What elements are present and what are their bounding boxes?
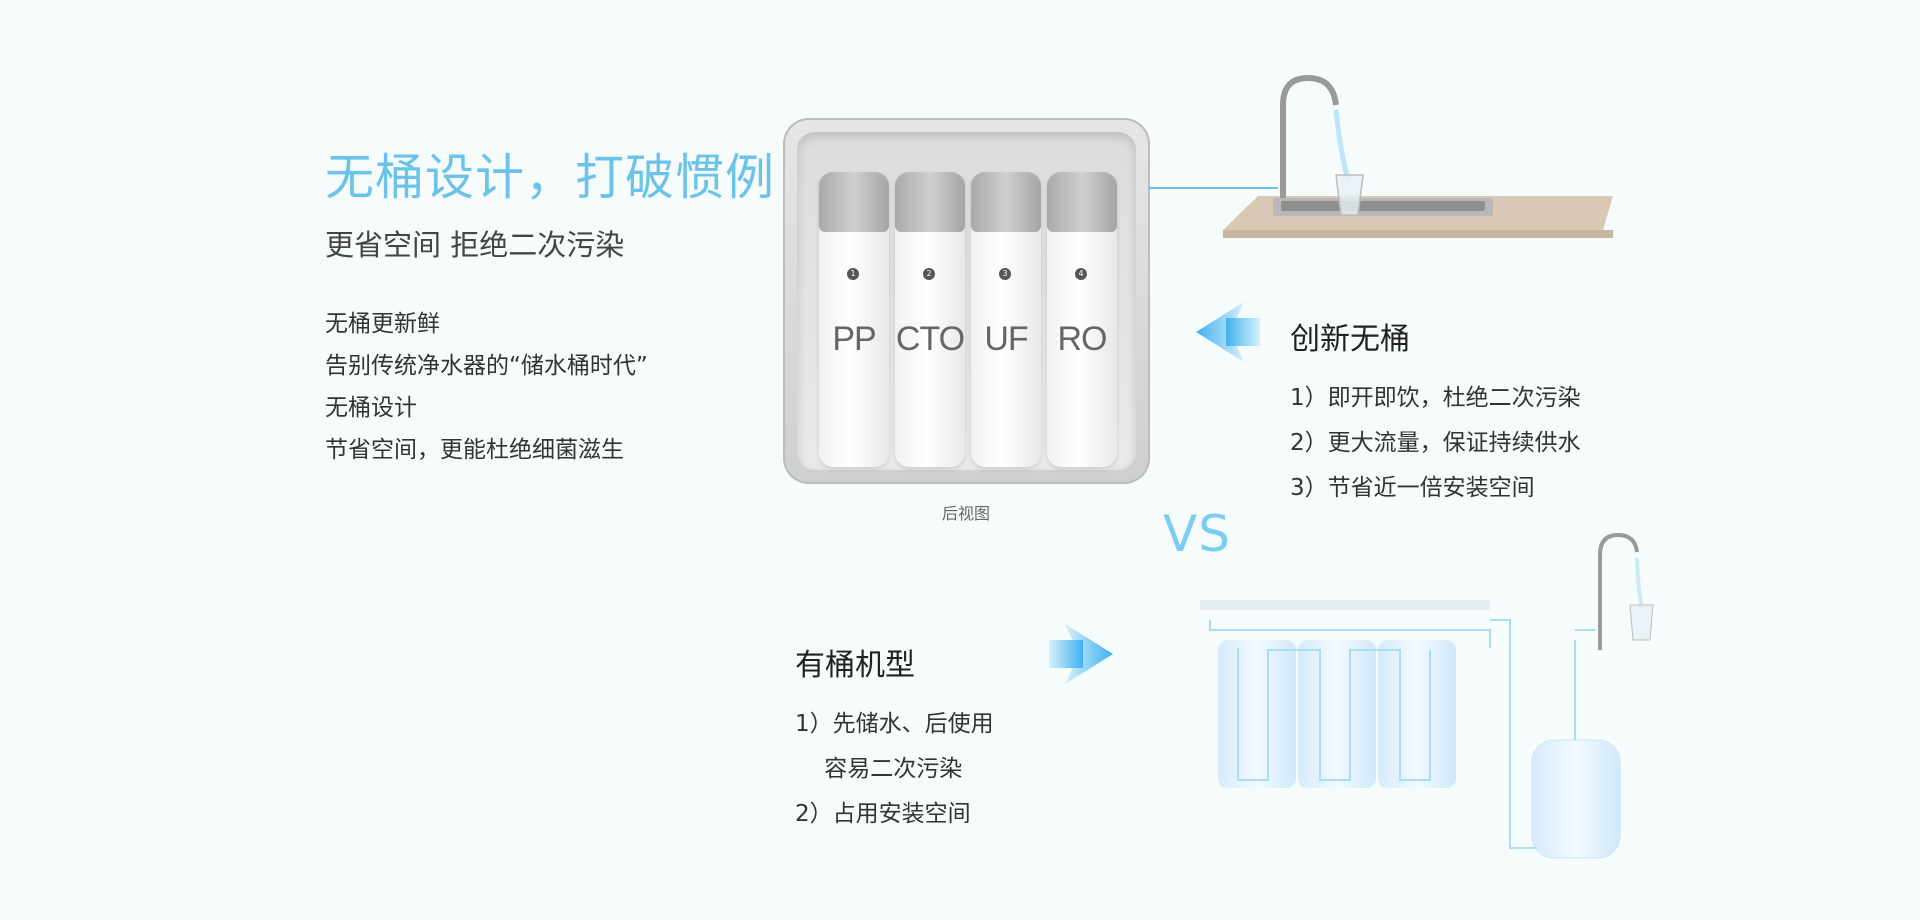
tank-outlet-pipe	[1574, 629, 1595, 740]
water-stream	[1333, 109, 1351, 181]
filter-code: RO	[1057, 320, 1108, 358]
filter-cap	[895, 172, 965, 232]
drawback-item: 2）占用安装空间	[795, 801, 971, 827]
filter-cartridge: 1 PP	[819, 172, 889, 467]
filter-number: 2	[923, 268, 935, 280]
tankless-benefit-list: 1）即开即饮，杜绝二次污染 2）更大流量，保证持续供水 3）节省近一倍安装空间	[1290, 376, 1581, 511]
cabinet-inner: 1 PP 2 CTO 3 UF 4 RO	[797, 132, 1136, 470]
filter-code: UF	[984, 320, 1028, 358]
filter-number: 4	[1075, 268, 1087, 280]
sink-basin-inner	[1281, 201, 1485, 211]
arrow-right-icon	[1049, 624, 1113, 684]
tank-model-title: 有桶机型	[795, 648, 915, 683]
filter-cap	[819, 172, 889, 232]
countertop-edge	[1223, 230, 1613, 238]
mounting-bracket	[1200, 600, 1490, 610]
filter-code: PP	[832, 320, 876, 358]
water-stream	[1635, 557, 1644, 609]
headline: 无桶设计，打破惯例	[325, 149, 776, 206]
feature-description: 无桶更新鲜 告别传统净水器的“储水桶时代” 无桶设计 节省空间，更能杜绝细菌滋生	[325, 303, 648, 471]
filter-cap	[1047, 172, 1117, 232]
benefit-item: 2）更大流量，保证持续供水	[1290, 430, 1581, 456]
image-caption: 后视图	[942, 504, 991, 523]
arrow-left-icon	[1196, 302, 1260, 362]
water-pipes	[1209, 619, 1538, 849]
feature-line: 无桶设计	[325, 395, 417, 421]
tankless-title: 创新无桶	[1290, 322, 1410, 357]
purifier-product-image: 1 PP 2 CTO 3 UF 4 RO	[783, 118, 1150, 484]
benefit-item: 1）即开即饮，杜绝二次污染	[1290, 385, 1581, 411]
sink-illustration	[1148, 74, 1613, 238]
feature-line: 无桶更新鲜	[325, 311, 440, 337]
tank-purifier-illustration	[1200, 532, 1654, 859]
filter-cartridge: 4 RO	[1047, 172, 1117, 467]
filter-cap	[971, 172, 1041, 232]
vs-label: VS	[1163, 505, 1231, 563]
storage-tank	[1531, 739, 1621, 859]
benefit-item: 3）节省近一倍安装空间	[1290, 475, 1535, 501]
feature-line: 节省空间，更能杜绝细菌滋生	[325, 437, 624, 463]
filter-canister	[1298, 640, 1376, 788]
drawback-item: 容易二次污染	[795, 756, 963, 782]
filter-cartridge: 2 CTO	[895, 172, 965, 467]
filter-code: CTO	[895, 320, 965, 358]
filter-number: 1	[847, 268, 859, 280]
filter-canister	[1218, 640, 1296, 788]
filter-cartridge: 3 UF	[971, 172, 1041, 467]
subhead: 更省空间 拒绝二次污染	[325, 228, 625, 262]
tank-model-drawback-list: 1）先储水、后使用 容易二次污染 2）占用安装空间	[795, 702, 994, 837]
filter-set: 1 PP 2 CTO 3 UF 4 RO	[819, 172, 1117, 467]
glass	[1629, 604, 1654, 641]
faucet	[1280, 74, 1339, 198]
faucet	[1598, 532, 1639, 650]
filter-number: 3	[999, 268, 1011, 280]
filter-canister	[1378, 640, 1456, 788]
feature-line: 告别传统净水器的“储水桶时代”	[325, 353, 648, 379]
glass	[1335, 174, 1364, 216]
drawback-item: 1）先储水、后使用	[795, 711, 994, 737]
